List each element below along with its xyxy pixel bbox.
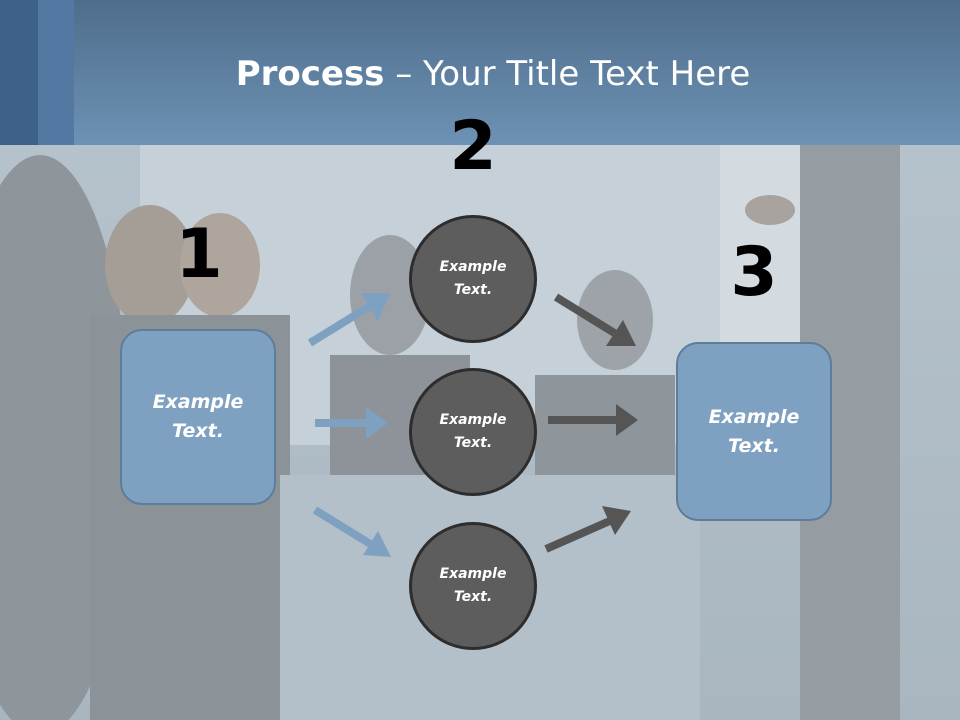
arrow-left-to-top — [307, 293, 390, 347]
process-circle-top-text: Example Text. — [439, 259, 507, 298]
process-circle-top: Example Text. — [409, 215, 537, 343]
process-box-left: Example Text. — [120, 329, 276, 505]
header-accent-stripe — [0, 0, 38, 145]
slide-title: Process – Your Title Text Here — [0, 52, 960, 96]
title-rest: – Your Title Text Here — [384, 54, 751, 94]
process-circle-middle-text: Example Text. — [439, 412, 507, 451]
arrow-left-to-bottom — [312, 506, 391, 557]
arrow-bottom-to-right — [544, 506, 631, 553]
process-circle-bottom: Example Text. — [409, 522, 537, 650]
arrow-middle-to-right — [548, 404, 638, 436]
step-number-3: 3 — [730, 233, 778, 312]
title-bar — [0, 0, 960, 145]
process-box-right-text: Example Text. — [708, 405, 800, 457]
step-number-2: 2 — [449, 107, 497, 186]
header-accent-stripe-light — [38, 0, 74, 145]
arrow-left-to-middle — [315, 407, 388, 439]
process-box-left-text: Example Text. — [152, 391, 244, 442]
step-number-1: 1 — [175, 215, 223, 294]
title-bold: Process — [235, 54, 385, 94]
process-circle-middle: Example Text. — [409, 368, 537, 496]
process-circle-bottom-text: Example Text. — [439, 566, 507, 605]
process-box-right: Example Text. — [676, 342, 832, 521]
arrow-top-to-right — [553, 293, 636, 346]
